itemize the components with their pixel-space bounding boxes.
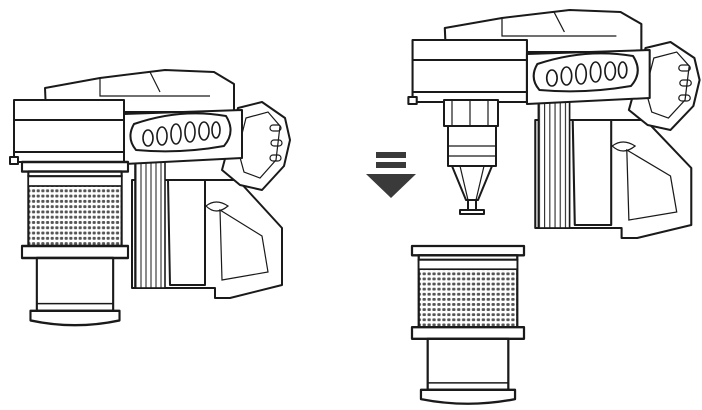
dust-bin-attached <box>20 160 130 327</box>
down-arrow-icon <box>366 152 416 198</box>
separated-vacuum <box>407 8 701 405</box>
cyclone-cone <box>443 99 499 215</box>
dust-bin-detached <box>410 244 526 405</box>
assembled-vacuum <box>9 69 291 327</box>
